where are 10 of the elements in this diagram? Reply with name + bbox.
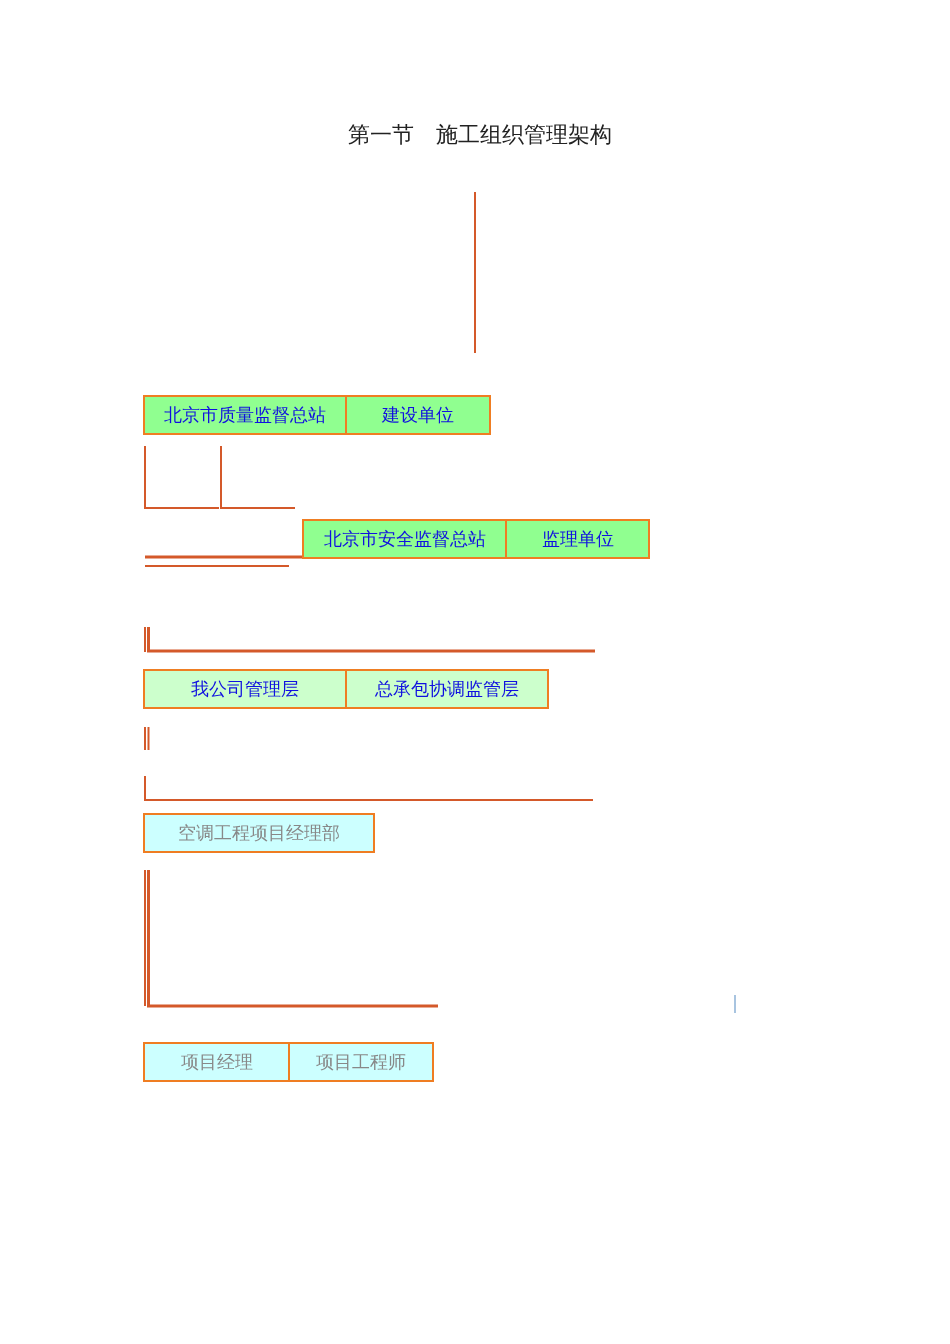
org-box: 我公司管理层 bbox=[143, 669, 347, 709]
title: 第一节 施工组织管理架构 bbox=[347, 121, 613, 149]
org-box: 总承包协调监管层 bbox=[345, 669, 549, 709]
org-box: 监理单位 bbox=[505, 519, 650, 559]
org-box: 空调工程项目经理部 bbox=[143, 813, 375, 853]
org-box: 北京市质量监督总站 bbox=[143, 395, 347, 435]
org-box: 项目工程师 bbox=[288, 1042, 434, 1082]
org-box: 北京市安全监督总站 bbox=[302, 519, 507, 559]
org-box: 项目经理 bbox=[143, 1042, 290, 1082]
org-box: 建设单位 bbox=[345, 395, 491, 435]
